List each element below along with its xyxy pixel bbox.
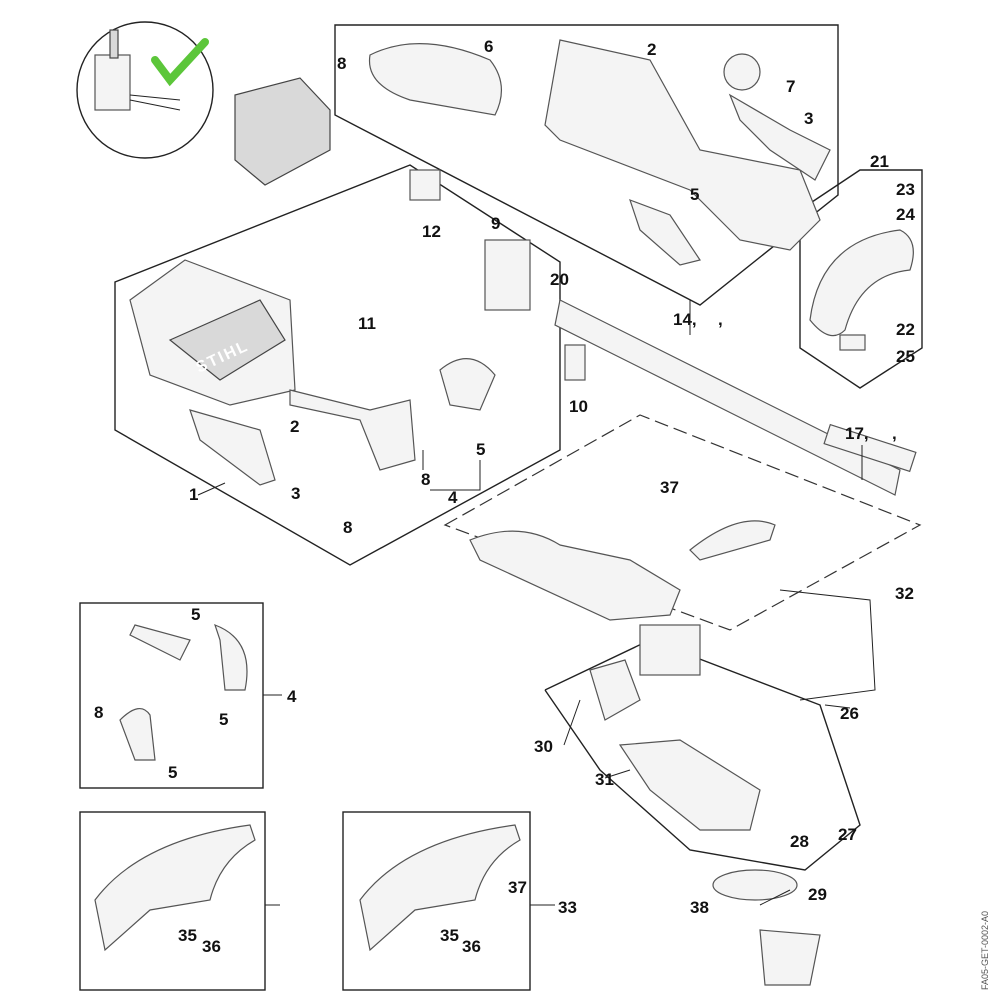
- label-1: 1: [189, 485, 198, 504]
- label-3b: 3: [291, 484, 300, 503]
- housing-group-frame: [334, 24, 839, 306]
- guard-detail-frame-1: [79, 811, 266, 991]
- label-6: 6: [484, 37, 493, 56]
- guard-1: [94, 824, 256, 952]
- part-4-switch: [439, 358, 496, 411]
- label-11: 11: [358, 314, 376, 333]
- label-35: 35: [178, 926, 197, 945]
- part-10: [564, 344, 586, 381]
- label-7: 7: [786, 77, 795, 96]
- box4-housing: [214, 623, 248, 691]
- part-3-trigger: [189, 409, 276, 486]
- label-35b: 35: [440, 926, 459, 945]
- part-31-housing: [618, 739, 761, 831]
- label-21: 21: [870, 152, 889, 171]
- label-5d: 5: [219, 710, 228, 729]
- label-5e: 5: [168, 763, 177, 782]
- label-9: 9: [491, 214, 500, 233]
- label-2b: 2: [290, 417, 299, 436]
- part-9: [484, 239, 531, 311]
- label-14-comma: ,: [718, 310, 723, 329]
- label-8d: 8: [94, 703, 103, 722]
- label-4: 4: [448, 488, 458, 507]
- label-37b: 37: [508, 878, 527, 897]
- shaft-part-14: [554, 299, 901, 496]
- label-2: 2: [647, 40, 656, 59]
- label-22: 22: [896, 320, 915, 339]
- loop-handle: [809, 229, 914, 337]
- label-14: 14,: [673, 310, 697, 329]
- part-12: [409, 169, 441, 201]
- box4-part: [119, 708, 156, 761]
- handle-group-frame: [114, 164, 561, 566]
- label-5b: 5: [476, 440, 485, 459]
- part-30: [589, 659, 641, 721]
- label-31: 31: [595, 770, 614, 789]
- handle-tube: [289, 389, 416, 471]
- label-17-comma: ,: [892, 424, 897, 443]
- label-20: 20: [550, 270, 569, 289]
- label-36b: 36: [462, 937, 481, 956]
- label-23: 23: [896, 180, 915, 199]
- loop-handle-frame: [799, 169, 923, 389]
- label-30: 30: [534, 737, 553, 756]
- label-5c: 5: [191, 605, 200, 624]
- label-27: 27: [838, 825, 857, 844]
- part-6: [368, 43, 502, 116]
- part-3: [728, 93, 831, 181]
- label-37: 37: [660, 478, 679, 497]
- cover-part: [234, 77, 331, 186]
- part-7: [723, 53, 761, 91]
- label-32: 32: [895, 584, 914, 603]
- switch-detail-frame: [79, 602, 264, 789]
- label-12: 12: [422, 222, 441, 241]
- handle-panel: [168, 299, 286, 381]
- label-8c: 8: [343, 518, 352, 537]
- label-24: 24: [896, 205, 915, 224]
- label-5: 5: [690, 185, 699, 204]
- part-2-housing: [544, 39, 821, 251]
- label-4b: 4: [287, 687, 297, 706]
- label-26: 26: [840, 704, 859, 723]
- guard-2: [359, 824, 521, 952]
- part-17-label: [823, 423, 917, 473]
- label-8b: 8: [421, 470, 430, 489]
- label-29: 29: [808, 885, 827, 904]
- motor-part: [639, 624, 701, 676]
- bail-handle: [689, 520, 776, 561]
- box4-lever: [129, 624, 191, 661]
- detail-circle: [76, 21, 214, 159]
- label-28: 28: [790, 832, 809, 851]
- label-33: 33: [558, 898, 577, 917]
- callout-labels: 6 2 7 3 8 21 23 24 22 25 12 9 20 11 14, …: [94, 37, 915, 956]
- part-38: [712, 869, 798, 901]
- switch-part: [94, 54, 131, 111]
- mowing-head: [759, 929, 821, 986]
- rear-housing: [469, 530, 681, 621]
- label-10: 10: [569, 397, 588, 416]
- label-3: 3: [804, 109, 813, 128]
- label-17: 17,: [845, 424, 869, 443]
- drawing-code: FA05-GET-0002-A0: [980, 911, 990, 990]
- switch-wires: [129, 94, 181, 111]
- label-8: 8: [337, 54, 346, 73]
- switch-shaft: [109, 29, 119, 59]
- label-36: 36: [202, 937, 221, 956]
- part-32-bar: [779, 589, 876, 701]
- check-icon: [151, 38, 209, 87]
- part-5-top: [629, 198, 701, 266]
- leader-lines: [197, 300, 863, 906]
- label-38: 38: [690, 898, 709, 917]
- guard-detail-frame-2: [342, 811, 531, 991]
- part-22: [839, 334, 866, 351]
- label-25: 25: [896, 347, 915, 366]
